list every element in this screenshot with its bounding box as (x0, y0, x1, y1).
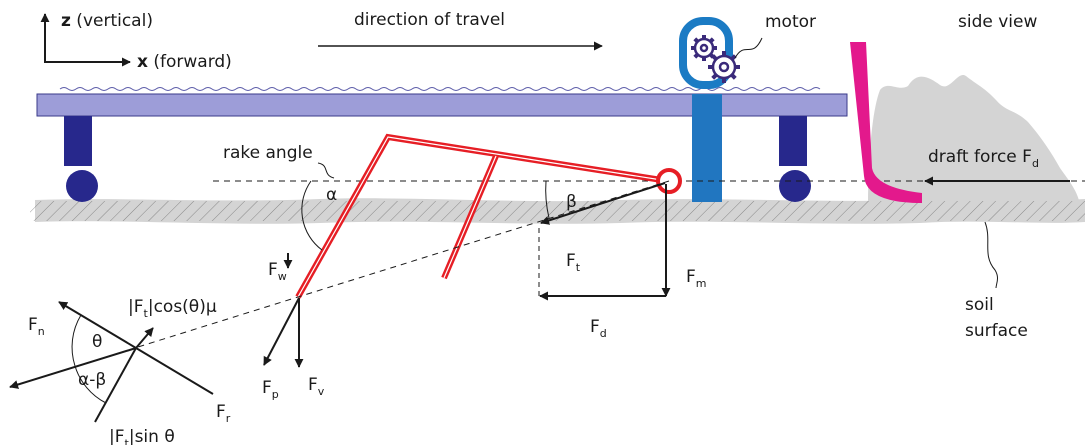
motor-label: motor (765, 12, 816, 32)
soil-surface-label-line1: soil (965, 295, 994, 315)
z-axis-label: z (vertical) (61, 11, 153, 31)
chassis-bar (36, 93, 848, 117)
left-wheel-strut (64, 116, 92, 166)
rake-arm-inner (297, 136, 669, 298)
normal-arrow (9, 347, 137, 389)
theta-label: θ (92, 332, 102, 352)
theta-arc (71, 314, 82, 367)
chassis-wavy-top (59, 87, 821, 91)
direction-of-travel-label: direction of travel (354, 10, 505, 30)
alpha-label: α (326, 185, 337, 205)
right-wheel-strut (779, 116, 807, 166)
motor-post (692, 94, 722, 202)
gear-icon (691, 35, 740, 83)
fv-label: Fv (308, 375, 325, 398)
soil-mound (868, 74, 1080, 205)
fn-label: Fn (28, 315, 45, 338)
soil-surface-callout (984, 221, 999, 289)
friction-label: |Ft|cos(θ)μ (128, 297, 217, 320)
draft-force-label: draft force Fd (928, 147, 1039, 170)
motor-callout-line (734, 37, 763, 59)
left-wheel (66, 170, 98, 202)
friction-line (94, 347, 137, 423)
fw-label: Fw (268, 260, 287, 283)
fn-arrow (58, 301, 137, 349)
plow-blade (850, 42, 922, 203)
fp-arrow (263, 297, 300, 366)
x-axis-label: x (forward) (137, 52, 232, 72)
motor-ring (679, 17, 733, 89)
fn-line-extension (135, 347, 214, 395)
beta-label: β (566, 192, 577, 212)
alpha-beta-label: α-β (78, 370, 106, 390)
rake-angle-label: rake angle (223, 143, 313, 163)
friction-arrow (135, 327, 154, 349)
rake-extension-line (137, 180, 670, 348)
side-view-label: side view (958, 12, 1037, 32)
ft-label: Ft (566, 251, 581, 274)
right-wheel (779, 170, 811, 202)
soil-hatching (30, 201, 1085, 221)
soil-surface-label-line2: surface (965, 321, 1028, 341)
alpha-beta-arc (74, 365, 107, 404)
normal-label: |Ft|sin θ (109, 427, 175, 445)
fr-label: Fr (216, 402, 231, 425)
fm-label: Fm (686, 267, 707, 290)
fd-label: Fd (590, 317, 607, 340)
alpha-arc (301, 180, 323, 251)
ft-arrow (540, 182, 666, 225)
fp-label: Fp (262, 378, 279, 401)
rake-angle-callout (317, 162, 335, 179)
